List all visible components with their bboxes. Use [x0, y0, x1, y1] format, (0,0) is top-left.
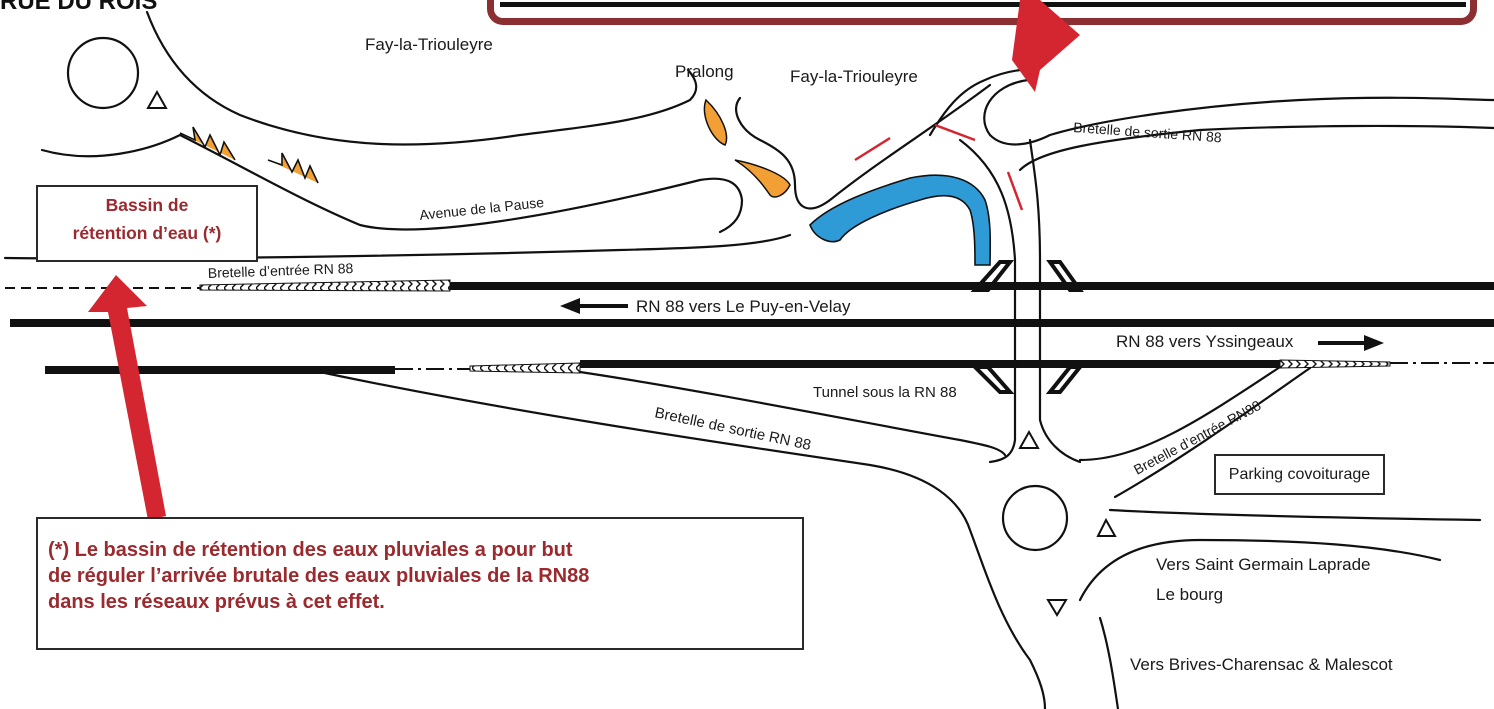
bretelle-sortie-south-edge-lower: [318, 370, 1047, 709]
label-rn88-east: RN 88 vers Yssingeaux: [1116, 332, 1294, 351]
bridge-abutment-sw: [970, 365, 1015, 394]
road-brives-edge: [1098, 616, 1120, 709]
avenue-upper-edge: [145, 10, 698, 146]
footnote-box: (*) Le bassin de rétention des eaux pluv…: [36, 517, 804, 650]
parking-label-box: Parking covoiturage: [1214, 454, 1385, 495]
label-bretelle-sortie-north: Bretelle de sortie RN 88: [1073, 119, 1223, 145]
works-mark-3: [1006, 171, 1024, 211]
bassin-label-box: Bassin de rétention d’eau (*): [36, 185, 258, 262]
tunnel-east-edge: [1028, 138, 1082, 464]
retention-basin-blue: [809, 174, 992, 266]
bretelle-entree-east-lower: [1113, 366, 1312, 499]
label-vers-brives: Vers Brives-Charensac & Malescot: [1130, 655, 1393, 674]
bretelle-sortie-north-edge: [1018, 124, 1494, 172]
roundabout-south: [1001, 484, 1069, 552]
label-fay-top: Fay-la-Triouleyre: [365, 35, 493, 54]
bretelle-entree-east-upper: [1078, 365, 1282, 462]
yield-triangle-east: [1096, 517, 1117, 537]
tunnel-west-edge: [958, 138, 1017, 464]
label-le-bourg: Le bourg: [1156, 585, 1223, 604]
bassin-line-1: Bassin de: [105, 195, 189, 215]
footnote-line-1: (*) Le bassin de rétention des eaux pluv…: [48, 539, 573, 561]
label-tunnel: Tunnel sous la RN 88: [813, 384, 957, 401]
merge-hatch-west: [199, 279, 451, 292]
label-bretelle-sortie-south: Bretelle de sortie RN 88: [653, 404, 812, 454]
parking-label: Parking covoiturage: [1228, 466, 1371, 483]
bretelle-sortie-south-edge-upper: [578, 370, 1007, 457]
label-vers-st-germain: Vers Saint Germain Laprade: [1156, 555, 1371, 574]
pralong-branch-east: [734, 83, 992, 210]
yield-triangle-tunnel: [1018, 429, 1040, 449]
yield-triangle-south: [1046, 599, 1068, 617]
zigzag-marker-2: [267, 152, 319, 184]
label-pralong: Pralong: [675, 62, 734, 81]
label-bretelle-entree-west: Bretelle d’entrée RN 88: [208, 260, 354, 281]
bridge-abutment-nw: [970, 260, 1015, 292]
road-saint-germain-edge: [1078, 538, 1442, 602]
fay-north-road: [928, 67, 1032, 137]
yield-triangle-nw: [146, 89, 168, 109]
arrow-east-icon: [1318, 335, 1384, 351]
traffic-island-pralong: [703, 98, 728, 146]
footnote-line-2: de réguler l’arrivée brutale des eaux pl…: [48, 565, 590, 587]
merge-hatch-south-west: [469, 362, 581, 374]
top-banner-rule: [500, 2, 1466, 7]
merge-hatch-south-east: [1279, 359, 1391, 369]
roundabout-north-west: [66, 36, 140, 110]
bassin-line-2: rétention d’eau (*): [72, 223, 222, 243]
bridge-abutment-se: [1045, 365, 1085, 394]
roundabout-top-loop: [983, 78, 1494, 146]
red-arrow-bassin-icon: [88, 275, 166, 520]
top-left-header-text: RUE DU ROIS: [0, 0, 158, 15]
footnote-line-3: dans les réseaux prévus à cet effet.: [48, 591, 385, 613]
traffic-island-avenue: [734, 159, 791, 198]
bridge-abutment-ne: [1046, 260, 1084, 292]
works-mark-1: [854, 136, 891, 162]
label-avenue: Avenue de la Pause: [419, 194, 545, 223]
works-mark-2: [934, 123, 976, 142]
avenue-lower-edge: [40, 133, 744, 234]
label-fay-mid: Fay-la-Triouleyre: [790, 67, 918, 86]
arrow-west-icon: [560, 298, 628, 314]
red-arrow-top-icon: [1012, 0, 1080, 92]
zigzag-marker-1: [179, 126, 236, 161]
road-parking-edge: [1108, 508, 1482, 522]
label-rn88-west: RN 88 vers Le Puy-en-Velay: [636, 297, 851, 316]
